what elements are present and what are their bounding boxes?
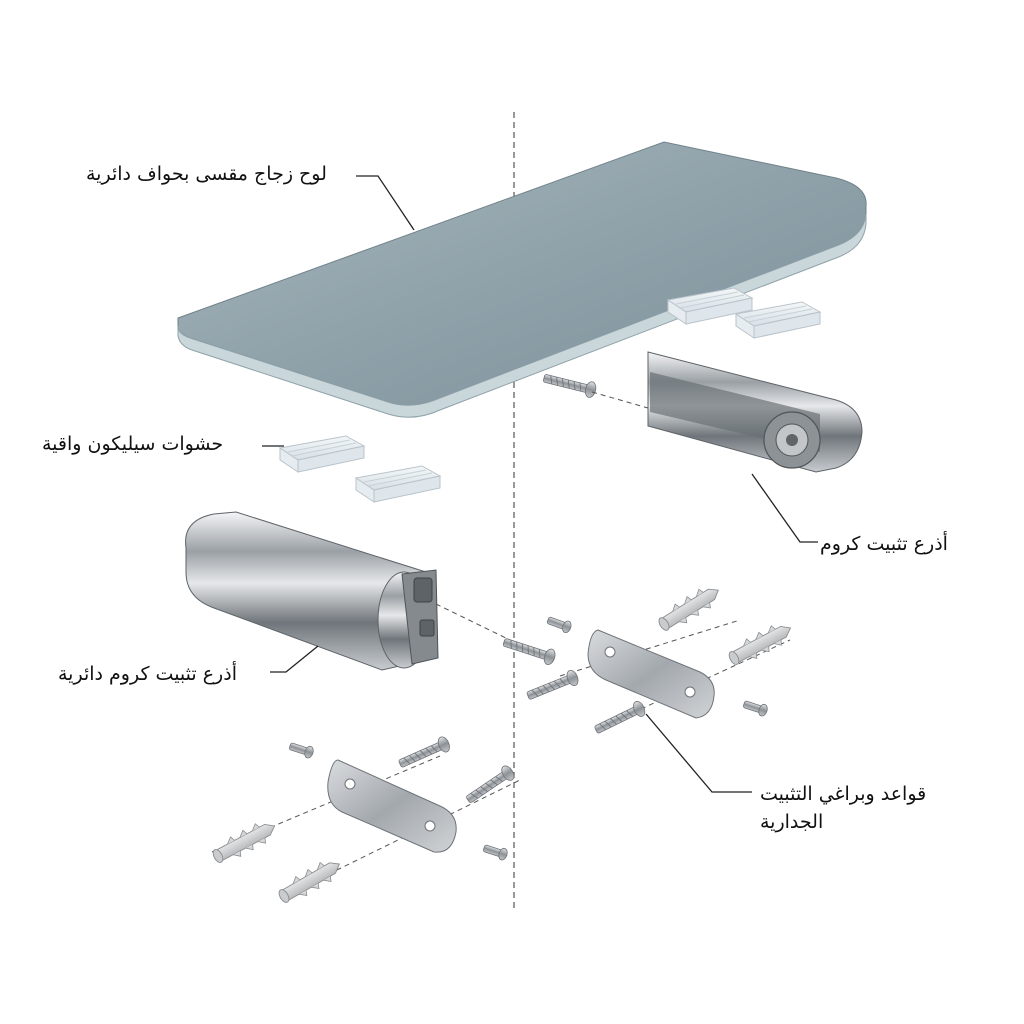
wall-anchor — [274, 854, 346, 908]
round-chrome-arm-left — [185, 511, 439, 671]
label-wall-mounts-line2: الجدارية — [760, 811, 824, 833]
leader-chrome-arm — [751, 473, 818, 543]
label-glass-panel: لوح زجاج مقسى بحواف دائرية — [86, 163, 327, 185]
label-chrome-arm: أذرع تثبيت كروم — [820, 533, 948, 555]
wall-anchor — [654, 580, 725, 636]
chrome-arm-right — [647, 351, 863, 473]
wall-anchor — [208, 815, 281, 869]
screw — [524, 668, 581, 704]
assembly-guide-line — [599, 639, 791, 729]
silicone-pad — [279, 435, 365, 473]
wall-anchor — [724, 617, 797, 671]
screw — [501, 633, 558, 667]
short-screw — [481, 841, 510, 862]
screw — [541, 369, 598, 400]
glass-panel — [177, 141, 867, 418]
label-silicone-pads: حشوات سيليكون واقية — [42, 433, 224, 455]
leader-round-chrome-arm — [270, 645, 319, 673]
leader-wall-mounts — [645, 713, 752, 793]
screw — [592, 699, 648, 738]
label-round-chrome-arm: أذرع تثبيت كروم دائرية — [58, 663, 237, 685]
wall-mount-plate — [587, 629, 715, 719]
leader-glass-panel — [356, 175, 415, 231]
assembly-guide-line — [435, 603, 511, 641]
assembly-guide-line — [559, 619, 741, 677]
screw — [396, 734, 453, 772]
silicone-pad — [355, 465, 441, 503]
leader-lines — [262, 175, 818, 793]
label-wall-mounts: قواعد وبراغي التثبيت الجدارية — [760, 780, 960, 836]
short-screw — [741, 697, 770, 718]
short-screw — [545, 613, 574, 635]
label-wall-mounts-line1: قواعد وبراغي التثبيت — [760, 783, 927, 805]
wall-mount-plate — [327, 759, 457, 853]
short-screw — [287, 739, 316, 760]
assembly-guide-line — [591, 391, 649, 409]
